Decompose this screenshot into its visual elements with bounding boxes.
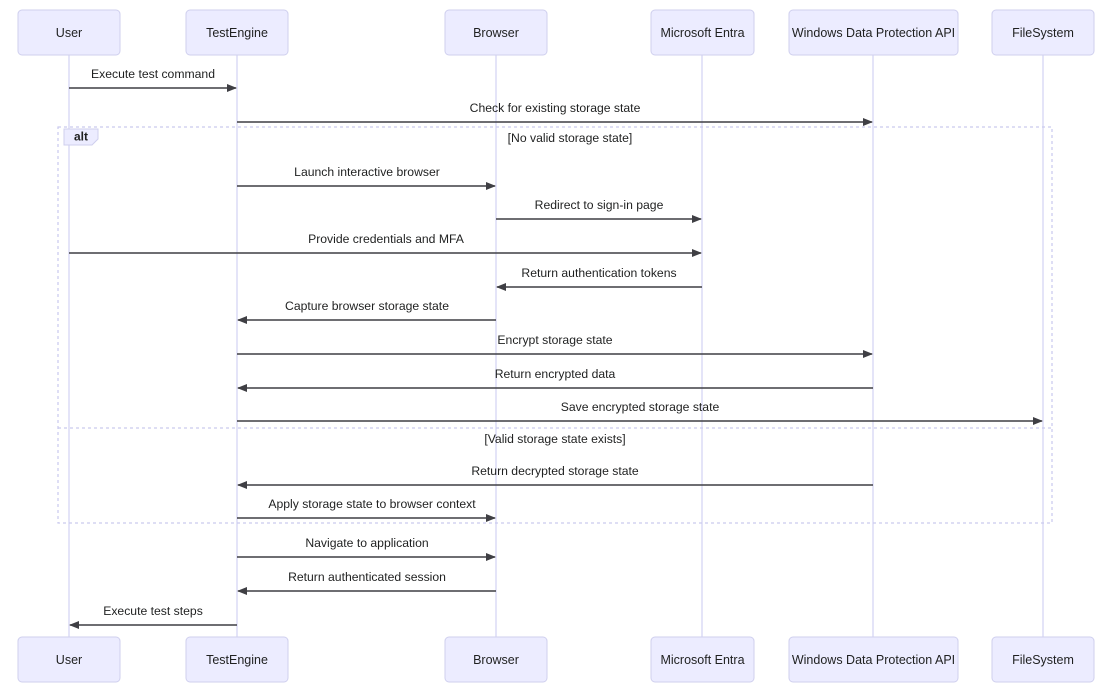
message-m5: Provide credentials and MFA — [69, 232, 702, 257]
message-m8: Encrypt storage state — [237, 333, 873, 358]
participant-label-fs: FileSystem — [1012, 26, 1074, 40]
participant-user-header[interactable]: User — [17, 9, 121, 56]
participant-box-dpapi[interactable] — [788, 636, 959, 683]
participant-label-engine: TestEngine — [206, 26, 268, 40]
message-label-m3: Launch interactive browser — [294, 165, 440, 179]
participant-label-fs: FileSystem — [1012, 653, 1074, 667]
participant-label-browser: Browser — [473, 653, 519, 667]
message-label-m11: Return decrypted storage state — [471, 464, 639, 478]
participant-box-browser[interactable] — [444, 636, 548, 683]
message-m15: Execute test steps — [69, 604, 237, 629]
participant-box-user[interactable] — [17, 9, 121, 56]
participant-label-dpapi: Windows Data Protection API — [792, 26, 955, 40]
alt-fragment-group: [No valid storage state] [Valid storage s… — [57, 126, 1053, 524]
participant-fs-header[interactable]: FileSystem — [991, 9, 1095, 56]
alt-badge — [63, 128, 99, 146]
participant-label-engine: TestEngine — [206, 653, 268, 667]
message-label-m2: Check for existing storage state — [470, 101, 641, 115]
participant-engine-footer[interactable]: TestEngine — [185, 636, 289, 683]
participant-dpapi-header[interactable]: Windows Data Protection API — [788, 9, 959, 56]
lifelines-group — [68, 55, 1044, 637]
participant-label-user: User — [56, 26, 82, 40]
message-label-m6: Return authentication tokens — [521, 266, 676, 280]
participant-dpapi-footer[interactable]: Windows Data Protection API — [788, 636, 959, 683]
message-label-m8: Encrypt storage state — [497, 333, 612, 347]
participant-box-browser[interactable] — [444, 9, 548, 56]
participant-box-engine[interactable] — [185, 9, 289, 56]
participant-box-dpapi[interactable] — [788, 9, 959, 56]
participant-box-fs[interactable] — [991, 636, 1095, 683]
participant-entra-footer[interactable]: Microsoft Entra — [650, 636, 755, 683]
participant-label-entra: Microsoft Entra — [660, 653, 744, 667]
alt-badge-label: alt — [74, 130, 88, 144]
participant-headers-group: User TestEngine Browser Microsoft Entra Wind… — [17, 9, 1095, 56]
message-label-m14: Return authenticated session — [288, 570, 446, 584]
participant-label-entra: Microsoft Entra — [660, 26, 744, 40]
participant-user-footer[interactable]: User — [17, 636, 121, 683]
message-m11: Return decrypted storage state — [237, 464, 873, 489]
participant-label-user: User — [56, 653, 82, 667]
alt-fragment-frame — [57, 126, 1053, 524]
participant-fs-footer[interactable]: FileSystem — [991, 636, 1095, 683]
participant-box-entra[interactable] — [650, 636, 755, 683]
message-m3: Launch interactive browser — [237, 165, 496, 190]
message-m6: Return authentication tokens — [496, 266, 702, 291]
message-label-m10: Save encrypted storage state — [561, 400, 720, 414]
participant-box-entra[interactable] — [650, 9, 755, 56]
message-m2: Check for existing storage state — [237, 101, 873, 126]
participant-browser-footer[interactable]: Browser — [444, 636, 548, 683]
participant-box-fs[interactable] — [991, 9, 1095, 56]
participant-label-browser: Browser — [473, 26, 519, 40]
message-m9: Return encrypted data — [237, 367, 873, 392]
participant-engine-header[interactable]: TestEngine — [185, 9, 289, 56]
participant-browser-header[interactable]: Browser — [444, 9, 548, 56]
message-label-m12: Apply storage state to browser context — [268, 497, 476, 511]
message-label-m1: Execute test command — [91, 67, 215, 81]
message-m1: Execute test command — [69, 67, 237, 92]
participant-label-dpapi: Windows Data Protection API — [792, 653, 955, 667]
participant-box-user[interactable] — [17, 636, 121, 683]
message-m14: Return authenticated session — [237, 570, 496, 595]
participant-box-engine[interactable] — [185, 636, 289, 683]
participant-footers-group: User TestEngine Browser Microsoft Entra Wind… — [17, 636, 1095, 683]
message-label-m4: Redirect to sign-in page — [535, 198, 664, 212]
participant-entra-header[interactable]: Microsoft Entra — [650, 9, 755, 56]
alt-branch-condition-1: [Valid storage state exists] — [484, 432, 625, 446]
message-label-m5: Provide credentials and MFA — [308, 232, 465, 246]
message-m4: Redirect to sign-in page — [496, 198, 702, 223]
message-m12: Apply storage state to browser context — [237, 497, 496, 522]
message-m7: Capture browser storage state — [237, 299, 496, 324]
message-m13: Navigate to application — [237, 536, 496, 561]
message-m10: Save encrypted storage state — [237, 400, 1043, 425]
message-label-m7: Capture browser storage state — [285, 299, 449, 313]
message-label-m15: Execute test steps — [103, 604, 203, 618]
message-label-m9: Return encrypted data — [495, 367, 616, 381]
message-label-m13: Navigate to application — [305, 536, 428, 550]
alt-branch-condition-0: [No valid storage state] — [508, 131, 633, 145]
